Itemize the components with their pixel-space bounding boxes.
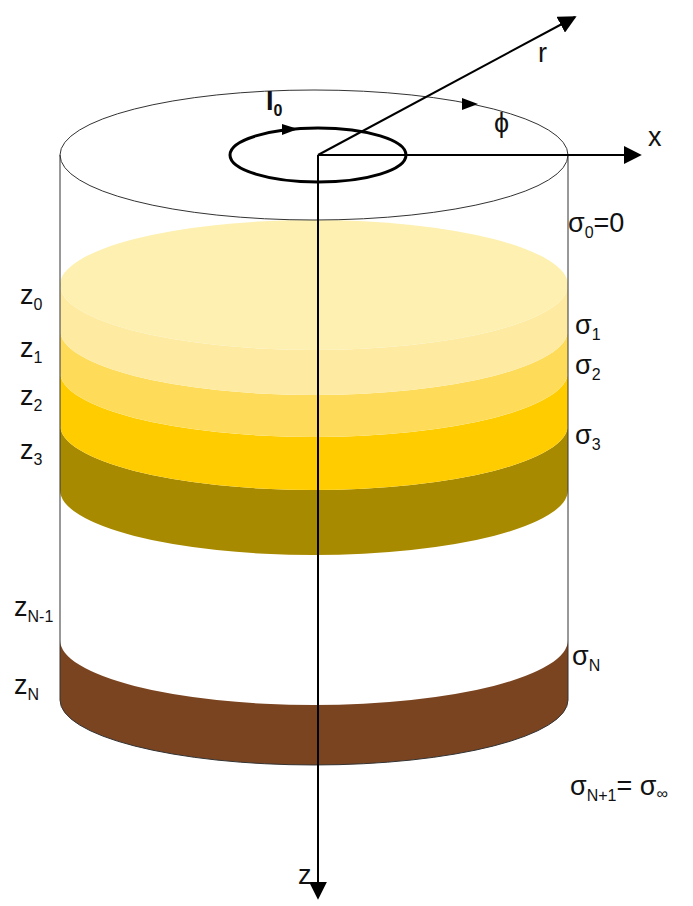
symbol-label: x — [648, 122, 662, 152]
axis-label: x — [648, 124, 662, 151]
symbol-label: z — [20, 333, 34, 363]
cylinder-side — [60, 155, 61, 700]
symbol-label: σ — [575, 420, 592, 450]
subscript-label: N — [28, 686, 40, 703]
z-axis — [317, 155, 319, 898]
subscript-label: 2 — [592, 366, 601, 383]
symbol-label: σ — [568, 208, 585, 238]
axis-label: σN+1= σ∞ — [570, 773, 668, 804]
axis-label: z3 — [20, 437, 42, 468]
subscript-label: 0 — [585, 224, 594, 241]
axis-label: r — [538, 40, 547, 67]
subscript-label: 1 — [34, 349, 43, 366]
symbol-label: I — [266, 86, 274, 116]
symbol-label: σ — [575, 350, 592, 380]
layer-band — [60, 640, 568, 765]
symbol-label: z — [20, 381, 34, 411]
axis-label: zN-1 — [14, 594, 53, 625]
symbol-label: σ — [570, 771, 587, 801]
axis-label: σN — [572, 643, 600, 674]
x-axis — [318, 154, 640, 156]
axis-label: z0 — [20, 282, 42, 313]
axis-label: z1 — [20, 335, 42, 366]
layer-top-surface — [60, 220, 568, 350]
subscript-label: 0 — [34, 296, 43, 313]
axis-label: ϕ — [494, 110, 509, 137]
symbol-label: z — [14, 592, 28, 622]
symbol-label: z — [20, 435, 34, 465]
symbol-label: z — [20, 280, 34, 310]
axis-label: zN — [14, 672, 39, 703]
axis-label: z — [298, 862, 312, 889]
symbol-label: r — [538, 38, 547, 68]
symbol-label: σ — [572, 641, 589, 671]
axis-label: σ1 — [575, 312, 601, 343]
subscript-label: 2 — [34, 397, 43, 414]
axis-label: z2 — [20, 383, 42, 414]
symbol-label: σ — [575, 310, 592, 340]
symbol-label: = σ — [616, 771, 656, 801]
subscript-label: 0 — [274, 102, 283, 119]
symbol-label: z — [14, 670, 28, 700]
axis-label: σ3 — [575, 422, 601, 453]
symbol-label: z — [298, 860, 312, 890]
subscript-label: ∞ — [656, 785, 667, 802]
axis-label: I0 — [266, 88, 282, 119]
subscript-label: 3 — [34, 451, 43, 468]
symbol-label: ϕ — [494, 108, 509, 138]
r-axis — [318, 17, 575, 155]
subscript-label: 3 — [592, 436, 601, 453]
subscript-label: 1 — [592, 326, 601, 343]
phi-arrowhead — [462, 98, 478, 110]
cylinder-bottom — [60, 700, 568, 765]
subscript-label: N-1 — [28, 608, 54, 625]
symbol-label: =0 — [594, 208, 625, 238]
axis-label: σ2 — [575, 352, 601, 383]
axis-label: σ0=0 — [568, 210, 624, 241]
current-arrowhead — [282, 124, 298, 135]
subscript-label: N+1 — [587, 787, 617, 804]
subscript-label: N — [589, 657, 601, 674]
